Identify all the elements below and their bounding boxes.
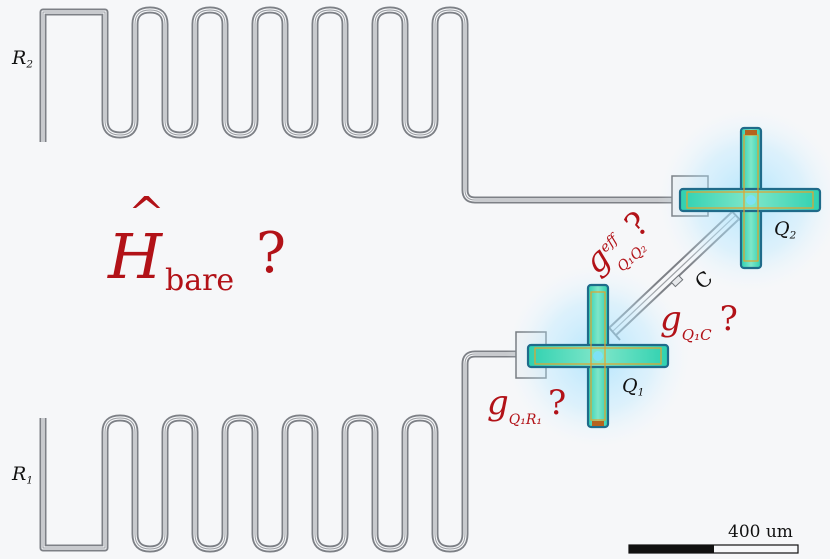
qubit-q2 xyxy=(658,108,830,292)
coupling-g-qr: gQ₁R₁? xyxy=(487,383,567,428)
coupling-g-qc: gQ₁C? xyxy=(660,299,738,344)
qubit-q1-label: Q1 xyxy=(622,375,645,399)
hamiltonian-letter: H xyxy=(108,220,163,293)
hamiltonian-symbol: ^ H xyxy=(108,192,165,288)
hamiltonian-question: ? xyxy=(256,221,287,286)
qubit-q2-label: Q2 xyxy=(774,218,797,242)
resonator-r2-label: R2 xyxy=(12,47,33,71)
hamiltonian-hat: ^ xyxy=(128,188,165,239)
resonator-r1 xyxy=(39,350,522,553)
resonator-r1-label: R1 xyxy=(12,463,33,487)
scale-bar-label: 400 um xyxy=(728,522,793,542)
hamiltonian-subscript: bare xyxy=(165,263,235,298)
scale-bar xyxy=(628,544,799,554)
qubit-q1 xyxy=(506,264,690,448)
resonator-r2 xyxy=(39,6,684,204)
